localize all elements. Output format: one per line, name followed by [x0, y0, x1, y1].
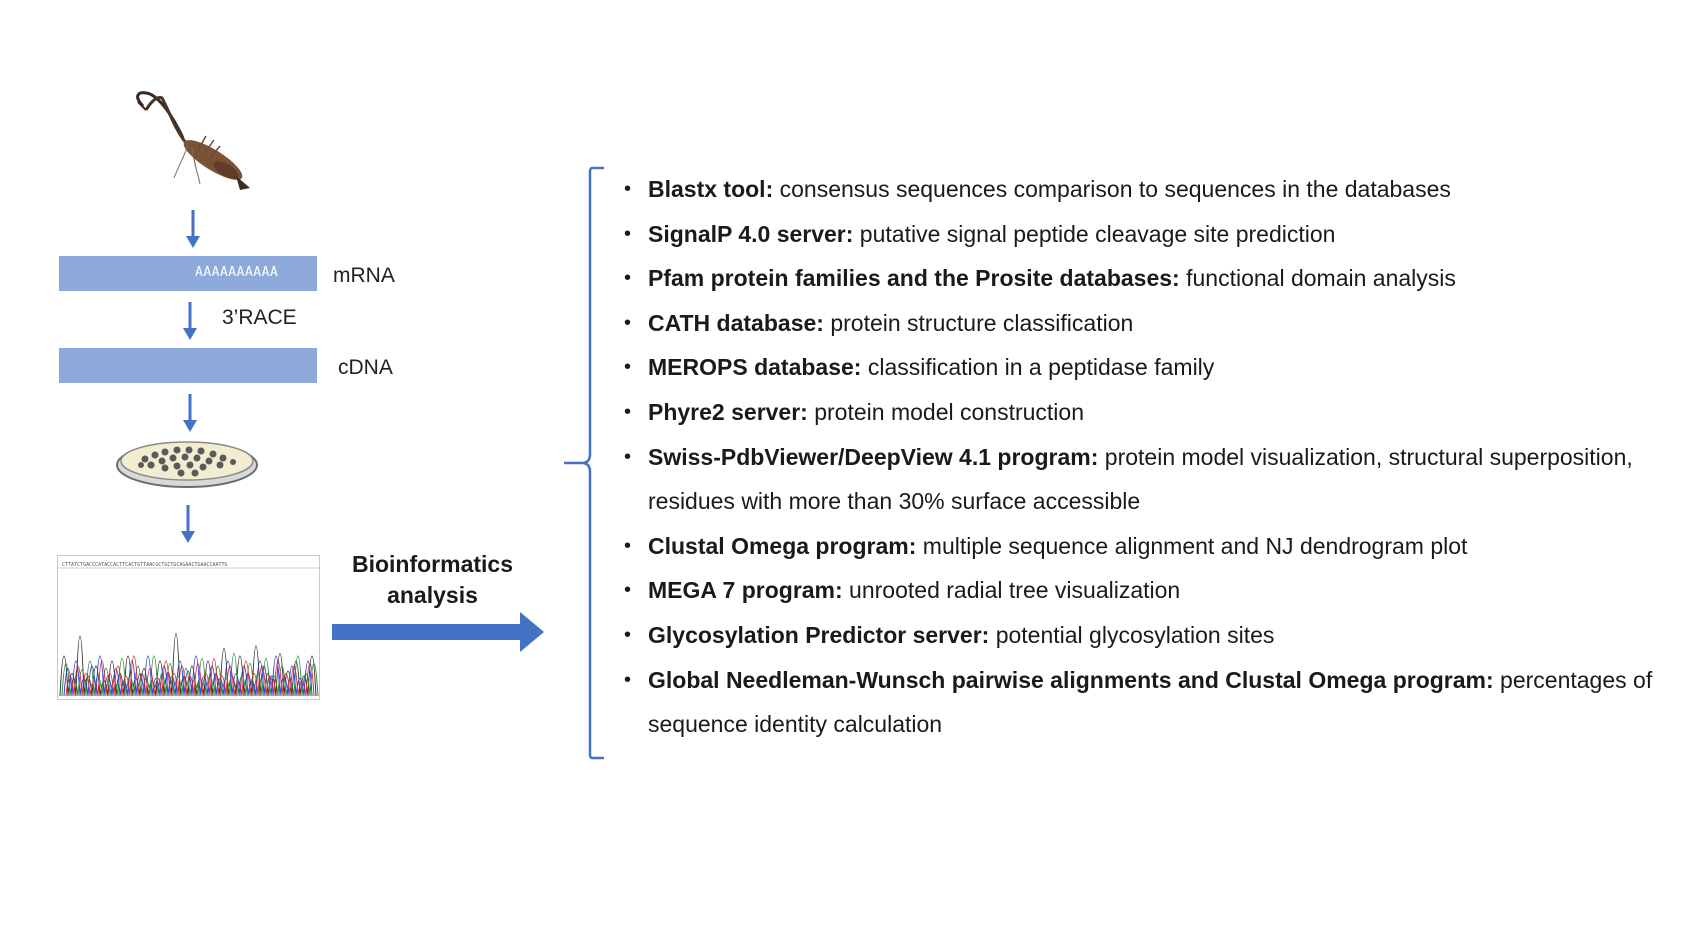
- tool-name: Clustal Omega program:: [648, 532, 917, 559]
- list-item: MEROPS database: classification in a pep…: [620, 345, 1680, 390]
- tool-name: MEROPS database:: [648, 354, 862, 381]
- tool-name: CATH database:: [648, 309, 824, 336]
- tool-description: putative signal peptide cleavage site pr…: [853, 220, 1336, 247]
- list-item: Global Needleman-Wunsch pairwise alignme…: [620, 658, 1680, 747]
- list-item: Swiss-PdbViewer/DeepView 4.1 program: pr…: [620, 435, 1680, 524]
- race-label: 3’RACE: [222, 306, 297, 329]
- bioinformatics-label-line2: analysis: [387, 582, 478, 608]
- list-item: Phyre2 server: protein model constructio…: [620, 390, 1680, 435]
- cdna-bar: [59, 348, 317, 383]
- tools-list: Blastx tool: consensus sequences compari…: [620, 167, 1680, 747]
- tool-name: Pfam protein families and the Prosite da…: [648, 265, 1180, 292]
- tool-description: multiple sequence alignment and NJ dendr…: [916, 532, 1468, 559]
- cdna-label: cDNA: [338, 356, 393, 379]
- down-arrow-icon: [186, 210, 200, 248]
- bioinformatics-analysis-label: Bioinformatics analysis: [340, 549, 525, 611]
- curly-bracket: [564, 166, 604, 760]
- list-item: MEGA 7 program: unrooted radial tree vis…: [620, 568, 1680, 613]
- tool-description: protein model construction: [807, 398, 1084, 425]
- tool-description: functional domain analysis: [1179, 265, 1456, 292]
- list-item: Blastx tool: consensus sequences compari…: [620, 167, 1680, 212]
- tool-description: consensus sequences comparison to sequen…: [773, 176, 1451, 202]
- list-item: Pfam protein families and the Prosite da…: [620, 256, 1680, 301]
- down-arrow-icon: [183, 302, 197, 340]
- tool-description: percentages of sequence identity calcula…: [648, 666, 1653, 738]
- tool-name: Phyre2 server:: [648, 398, 808, 425]
- list-item: SignalP 4.0 server: putative signal pept…: [620, 212, 1680, 257]
- right-arrow-icon: [332, 612, 544, 652]
- prawn-image: [136, 91, 250, 190]
- petri-dish-image: [116, 441, 258, 488]
- list-item: Glycosylation Predictor server: potentia…: [620, 613, 1680, 658]
- tool-name: Swiss-PdbViewer/DeepView 4.1 program:: [648, 443, 1099, 470]
- down-arrow-icon: [183, 394, 197, 432]
- tool-description: classification in a peptidase family: [861, 354, 1215, 381]
- polya-sequence: AAAAAAAAAA: [195, 265, 279, 280]
- tool-description: unrooted radial tree visualization: [842, 577, 1181, 604]
- svg-text:CTTATCTGACCCATACCACTTCACTGTTAA: CTTATCTGACCCATACCACTTCACTGTTAACGCTGCTGCA…: [62, 562, 228, 568]
- mrna-bar: [59, 256, 317, 291]
- tool-name: SignalP 4.0 server:: [648, 220, 854, 247]
- tool-name: Global Needleman-Wunsch pairwise alignme…: [648, 666, 1494, 693]
- tool-description: protein structure classification: [823, 309, 1134, 336]
- down-arrow-icon: [181, 505, 195, 543]
- tool-description: protein model visualization, structural …: [648, 443, 1633, 515]
- mrna-label: mRNA: [333, 264, 395, 287]
- chromatogram-image: CTTATCTGACCCATACCACTTCACTGTTAACGCTGCTGCA…: [57, 555, 320, 700]
- tool-name: Glycosylation Predictor server:: [648, 621, 990, 648]
- tool-description: potential glycosylation sites: [989, 621, 1275, 648]
- list-item: CATH database: protein structure classif…: [620, 301, 1680, 346]
- bioinformatics-label-line1: Bioinformatics: [351, 551, 514, 577]
- list-item: Clustal Omega program: multiple sequence…: [620, 524, 1680, 569]
- tool-name: MEGA 7 program:: [648, 577, 843, 604]
- tool-name: Blastx tool:: [648, 176, 774, 202]
